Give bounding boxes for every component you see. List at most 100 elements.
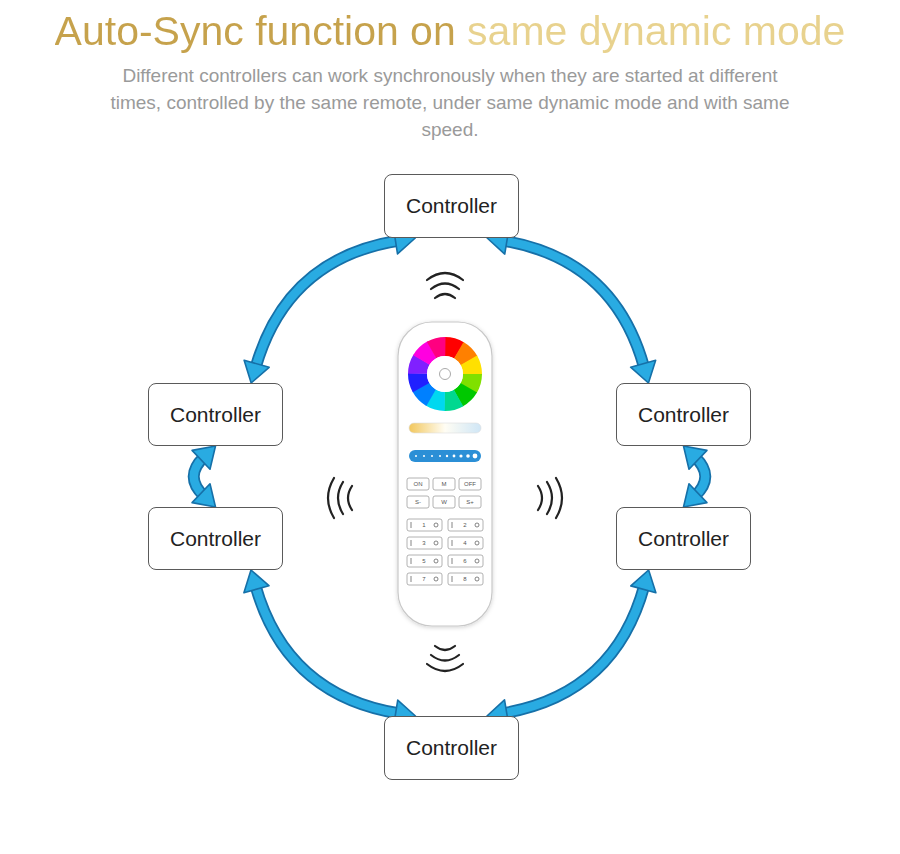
remote-button [448, 555, 483, 567]
wave-arc [538, 486, 542, 510]
remote-button [407, 478, 429, 490]
remote-button [448, 537, 483, 549]
controller-box: Controller [148, 507, 283, 570]
box-label: Controller [406, 736, 497, 760]
slider-dot [431, 455, 433, 457]
off-symbol [434, 541, 438, 545]
sync-arrow [244, 228, 415, 383]
sync-arrow [244, 570, 416, 726]
arrow-shaft [695, 457, 705, 496]
wheel-segment [418, 347, 473, 402]
box-label: Controller [170, 403, 261, 427]
button-label: 8 [463, 576, 466, 583]
remote-button [459, 478, 481, 490]
arrow-shaft [503, 585, 645, 713]
arrow-head [631, 360, 656, 383]
color-wheel [418, 347, 473, 402]
button-label: 2 [463, 522, 466, 529]
wave-arc [435, 646, 455, 650]
button-label: 6 [463, 558, 466, 565]
zone-buttons [407, 519, 483, 585]
remote-button [407, 496, 429, 508]
arrow-head [244, 360, 269, 383]
off-symbol [434, 577, 438, 581]
arrow-head [684, 484, 707, 507]
button-label: ON [414, 481, 423, 488]
arrow-head [684, 446, 707, 469]
arrow-head [192, 484, 215, 507]
arrow-shaft [503, 241, 644, 368]
button-label: M [442, 481, 447, 488]
arrow-shaft [256, 240, 400, 367]
sync-arrow [192, 446, 215, 507]
zone-symbols [411, 522, 479, 582]
off-symbol [475, 559, 479, 563]
wheel-segment [418, 347, 473, 402]
controller-box: Controller [384, 716, 519, 780]
button-label: 4 [463, 540, 466, 547]
button-label: S- [415, 499, 421, 506]
arrow-shaft [255, 585, 399, 713]
brightness-dots [415, 454, 477, 459]
controller-box: Controller [616, 507, 751, 570]
remote-button [407, 573, 442, 585]
caption: Different controllers can work synchrono… [110, 62, 790, 143]
box-label: Controller [638, 527, 729, 551]
arrow-shaft-outline [194, 457, 204, 496]
wheel-segment [418, 347, 473, 402]
sync-arrow [487, 570, 656, 726]
wheel-segment [418, 347, 473, 402]
slider-dot [439, 455, 441, 457]
button-label: W [441, 499, 447, 506]
box-label: Controller [406, 194, 497, 218]
button-label: S+ [466, 499, 474, 506]
remote-button [407, 555, 442, 567]
wave-arc [556, 478, 562, 518]
arrow-shaft-outline [503, 585, 645, 713]
wheel-segment [418, 347, 473, 402]
sync-arrow [684, 446, 707, 507]
wheel-segment [418, 347, 473, 402]
slider-dot [423, 455, 425, 457]
wheel-segment [418, 347, 473, 402]
arrow-shaft-outline [256, 240, 400, 367]
button-label: 5 [422, 558, 425, 565]
wheel-segment [418, 347, 473, 402]
wave-arc [431, 284, 459, 290]
wave-arc [547, 482, 552, 514]
wave-arc [427, 273, 463, 280]
wave-arc [348, 486, 352, 510]
arrow-shaft-outline [503, 241, 644, 368]
wheel-center [427, 356, 463, 392]
signal-waves [328, 273, 562, 671]
wave-arc [435, 294, 455, 298]
title: Auto-Sync function on same dynamic mode [55, 6, 846, 56]
button-label: 3 [422, 540, 425, 547]
controller-box: Controller [616, 383, 751, 446]
off-symbol [434, 559, 438, 563]
arrow-shaft-outline [255, 585, 399, 713]
button-label: 1 [422, 522, 425, 529]
wave-arc [427, 664, 463, 671]
slider-dot [446, 455, 448, 457]
on-symbol [411, 522, 452, 582]
wheel-segment [418, 347, 473, 402]
controller-box: Controller [384, 174, 519, 238]
remote-button [459, 496, 481, 508]
arrow-shaft-outline [695, 457, 705, 496]
box-label: Controller [170, 527, 261, 551]
wave-arc [338, 482, 343, 514]
arrow-head [631, 570, 656, 593]
arrow-shaft [194, 457, 204, 496]
arrow-head [244, 570, 269, 593]
off-symbol [434, 523, 438, 527]
title-row: Auto-Sync function on same dynamic mode [0, 6, 900, 56]
button-label: OFF [464, 481, 476, 488]
sync-arrow [487, 228, 656, 383]
white-slider [409, 423, 481, 433]
remote-button [433, 478, 455, 490]
wheel-segment [418, 347, 473, 402]
wave-arc [431, 655, 459, 661]
wheel-segment [418, 347, 473, 402]
function-buttons [407, 478, 481, 508]
